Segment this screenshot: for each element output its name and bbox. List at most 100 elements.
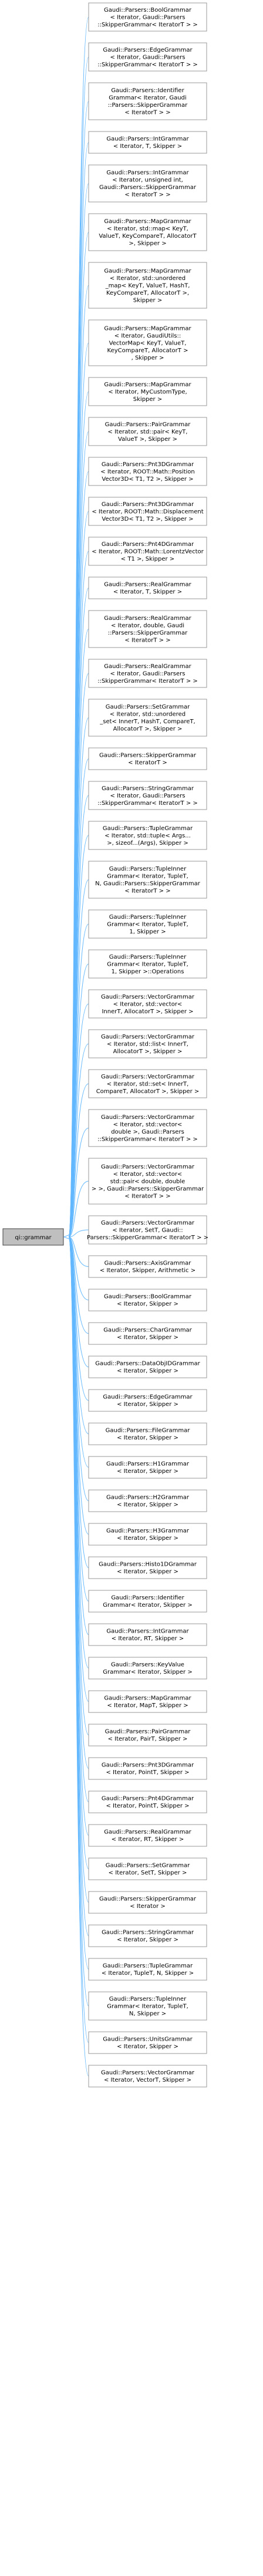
class-node-box [88, 1724, 207, 1746]
class-node-17[interactable]: Gaudi::Parsers::SkipperGrammar< Iterator… [88, 747, 207, 770]
class-node-label-line: < Iterator, Skipper > [117, 1334, 178, 1341]
class-node-label-line: < Iterator, Skipper > [117, 1435, 178, 1441]
class-node-1[interactable]: Gaudi::Parsers::EdgeGrammar< Iterator, G… [88, 42, 207, 72]
class-node-label-line: Gaudi::Parsers::PairGrammar [105, 1729, 191, 1735]
class-node-47[interactable]: Gaudi::Parsers::SetGrammar< Iterator, Se… [88, 1857, 207, 1880]
class-node-10[interactable]: Gaudi::Parsers::Pnt3DGrammar< Iterator, … [88, 457, 207, 486]
class-node-44[interactable]: Gaudi::Parsers::Pnt3DGrammar< Iterator, … [88, 1757, 207, 1780]
class-node-50[interactable]: Gaudi::Parsers::TupleGrammar< Iterator, … [88, 1958, 207, 1981]
class-node-label-line: ::SkipperGrammar< IteratorT > > [97, 800, 198, 807]
class-node-46[interactable]: Gaudi::Parsers::RealGrammar< Iterator, R… [88, 1824, 207, 1847]
class-node-24[interactable]: Gaudi::Parsers::VectorGrammar< Iterator,… [88, 1029, 207, 1058]
class-node-37[interactable]: Gaudi::Parsers::H3Grammar< Iterator, Ski… [88, 1523, 207, 1546]
class-node-label-line: Gaudi::Parsers::DataObjIDGrammar [95, 1361, 200, 1367]
class-node-32[interactable]: Gaudi::Parsers::DataObjIDGrammar< Iterat… [88, 1356, 207, 1378]
class-node-label-line: < Iterator, Gaudi::Parsers [110, 670, 186, 677]
class-node-42[interactable]: Gaudi::Parsers::MapGrammar< Iterator, Ma… [88, 1690, 207, 1713]
class-node-label-line: CompareT, AllocatorT >, Skipper > [96, 1088, 200, 1095]
class-node-14[interactable]: Gaudi::Parsers::RealGrammar< Iterator, d… [88, 610, 207, 648]
class-node-label-line: Gaudi::Parsers::SetGrammar [106, 1863, 190, 1869]
class-node-label-line: Gaudi::Parsers::SkipperGrammar [99, 184, 197, 191]
class-node-38[interactable]: Gaudi::Parsers::Histo1DGrammar< Iterator… [88, 1556, 207, 1579]
class-node-label-line: < IteratorT > > [124, 888, 170, 895]
class-node-box [88, 1590, 207, 1613]
class-node-40[interactable]: Gaudi::Parsers::IntGrammar< Iterator, RT… [88, 1623, 207, 1646]
class-node-label-line: Gaudi::Parsers::FileGrammar [106, 1428, 191, 1434]
class-node-31[interactable]: Gaudi::Parsers::CharGrammar< Iterator, S… [88, 1322, 207, 1345]
class-node-box [88, 1456, 207, 1479]
class-node-label-line: < Iterator, std::map< KeyT, [107, 226, 188, 232]
class-node-box [88, 1623, 207, 1646]
class-node-30[interactable]: Gaudi::Parsers::BoolGrammar< Iterator, S… [88, 1289, 207, 1311]
class-node-26[interactable]: Gaudi::Parsers::VectorGrammar< Iterator,… [88, 1109, 207, 1147]
class-node-13[interactable]: Gaudi::Parsers::RealGrammar< Iterator, T… [88, 576, 207, 599]
class-node-5[interactable]: Gaudi::Parsers::MapGrammar< Iterator, st… [88, 213, 207, 251]
class-node-4[interactable]: Gaudi::Parsers::IntGrammar< Iterator, un… [88, 164, 207, 203]
class-node-label-line: Grammar< Iterator, Skipper > [103, 1669, 192, 1675]
class-node-label-line: Gaudi::Parsers::EdgeGrammar [103, 1394, 193, 1401]
class-node-45[interactable]: Gaudi::Parsers::Pnt4DGrammar< Iterator, … [88, 1791, 207, 1813]
class-node-label-line: 1, Skipper >::Operations [112, 969, 184, 975]
class-node-box [88, 1958, 207, 1981]
class-node-label-line: Skipper > [133, 297, 162, 304]
class-node-label-line: < Iterator, SetT, Skipper > [109, 1870, 187, 1876]
class-node-label-line: < Iterator, std::tuple< Args... [104, 832, 191, 839]
class-node-53[interactable]: Gaudi::Parsers::VectorGrammar< Iterator,… [88, 2065, 207, 2088]
class-node-19[interactable]: Gaudi::Parsers::TupleGrammar< Iterator, … [88, 821, 207, 850]
class-node-box [88, 131, 207, 154]
class-node-label-line: ::Parsers::SkipperGrammar [108, 630, 188, 636]
class-node-25[interactable]: Gaudi::Parsers::VectorGrammar< Iterator,… [88, 1069, 207, 1098]
class-node-label-line: < Iterator, RT, Skipper > [112, 1836, 184, 1843]
root-node-qi-grammar[interactable]: qi::grammar [2, 1228, 64, 1246]
class-node-9[interactable]: Gaudi::Parsers::PairGrammar< Iterator, s… [88, 417, 207, 446]
class-node-36[interactable]: Gaudi::Parsers::H2Grammar< Iterator, Ski… [88, 1489, 207, 1512]
class-node-label-line: < Iterator, Skipper > [117, 1468, 178, 1475]
class-node-6[interactable]: Gaudi::Parsers::MapGrammar< Iterator, st… [88, 262, 207, 309]
class-node-label-line: 1, Skipper > [129, 929, 166, 935]
class-node-15[interactable]: Gaudi::Parsers::RealGrammar< Iterator, G… [88, 659, 207, 688]
class-node-12[interactable]: Gaudi::Parsers::Pnt4DGrammar< Iterator, … [88, 537, 207, 566]
class-node-7[interactable]: Gaudi::Parsers::MapGrammar< Iterator, Ga… [88, 319, 207, 366]
class-node-18[interactable]: Gaudi::Parsers::StringGrammar< Iterator,… [88, 781, 207, 810]
class-node-34[interactable]: Gaudi::Parsers::FileGrammar< Iterator, S… [88, 1422, 207, 1445]
class-node-16[interactable]: Gaudi::Parsers::SetGrammar< Iterator, st… [88, 699, 207, 737]
inheritance-edge [68, 1128, 89, 1238]
inheritance-edges [63, 16, 89, 2076]
class-node-box [88, 1422, 207, 1445]
class-node-label-line: >, Skipper > [129, 241, 166, 247]
class-node-48[interactable]: Gaudi::Parsers::SkipperGrammar< Iterator… [88, 1891, 207, 1914]
class-node-label-line: Gaudi::Parsers::Pnt4DGrammar [102, 541, 194, 548]
class-node-label-line: KeyCompareT, AllocatorT > [107, 348, 188, 354]
class-node-label-line: Grammar< Iterator, Skipper > [103, 1602, 192, 1609]
class-node-35[interactable]: Gaudi::Parsers::H1Grammar< Iterator, Ski… [88, 1456, 207, 1479]
class-node-28[interactable]: Gaudi::Parsers::VectorGrammar< Iterator,… [87, 1215, 208, 1245]
inheritance-edge [68, 1236, 89, 2076]
class-node-box [88, 1690, 207, 1713]
class-node-label-line: < T1 >, Skipper > [121, 556, 174, 562]
inheritance-edge [68, 1083, 89, 1238]
class-node-11[interactable]: Gaudi::Parsers::Pnt3DGrammar< Iterator, … [88, 497, 207, 526]
class-node-8[interactable]: Gaudi::Parsers::MapGrammar< Iterator, My… [88, 377, 207, 406]
class-node-label-line: < Iterator, RT, Skipper > [112, 1636, 184, 1642]
class-node-23[interactable]: Gaudi::Parsers::VectorGrammar< Iterator,… [88, 989, 207, 1019]
class-node-label-line: < Iterator, std::vector< [113, 1001, 183, 1007]
class-node-33[interactable]: Gaudi::Parsers::EdgeGrammar< Iterator, S… [88, 1389, 207, 1412]
class-node-52[interactable]: Gaudi::Parsers::UnitsGrammar< Iterator, … [88, 2031, 207, 2054]
class-node-49[interactable]: Gaudi::Parsers::StringGrammar< Iterator,… [88, 1924, 207, 1947]
class-node-0[interactable]: Gaudi::Parsers::BoolGrammar< Iterator, G… [88, 2, 207, 32]
class-node-box [88, 909, 207, 939]
class-node-label-line: Gaudi::Parsers::SkipperGrammar [99, 753, 197, 759]
class-node-29[interactable]: Gaudi::Parsers::AxisGrammar< Iterator, S… [88, 1255, 207, 1278]
class-node-3[interactable]: Gaudi::Parsers::IntGrammar< Iterator, T,… [88, 131, 207, 154]
class-node-box [88, 1791, 207, 1813]
class-node-43[interactable]: Gaudi::Parsers::PairGrammar< Iterator, P… [88, 1724, 207, 1746]
class-node-box [88, 417, 207, 446]
class-node-27[interactable]: Gaudi::Parsers::VectorGrammar< Iterator,… [88, 1158, 207, 1205]
